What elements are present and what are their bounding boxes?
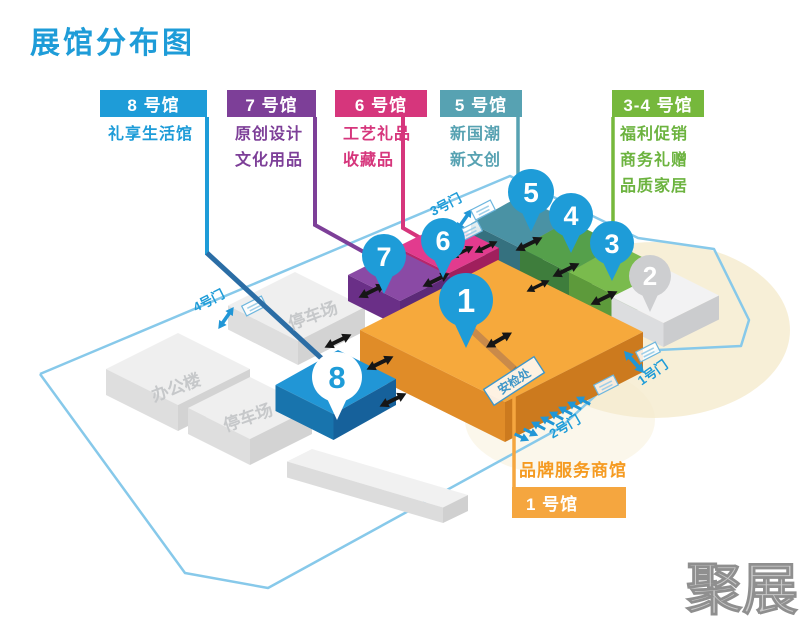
legend-hall7-desc-line1: 原创设计 [235,126,304,143]
legend-hall5-desc: 新国潮 新文创 [450,122,501,174]
pin-3: 3 [590,221,634,281]
legend-hall34-desc: 福利促销 商务礼赠 品质家居 [620,122,688,200]
legend-hall34-desc-line1: 福利促销 [620,126,689,143]
page-title: 展馆分布图 [30,27,195,60]
legend-hall8-header: 8 号馆 [100,90,207,117]
legend-hall7-desc: 原创设计 文化用品 [235,122,303,174]
gate3-label: 3号门 [428,190,464,218]
pin-2: 2 [629,255,671,312]
legend-hall5-desc-line1: 新国潮 [450,126,502,143]
legend-hall5-header: 5 号馆 [440,90,522,117]
pin-4: 4 [549,193,593,253]
watermark-logo: 聚展 [686,558,799,621]
narrow-building-block [287,449,468,523]
pin-5: 5 [508,169,554,232]
legend-hall1-header: 1 号馆 [512,487,626,518]
svg-text:4: 4 [563,201,578,231]
legend-hall34-desc-line2: 商务礼赠 [620,152,689,169]
pin-1: 1 [439,273,493,348]
svg-text:1: 1 [457,282,475,319]
legend-hall7-desc-line2: 文化用品 [235,152,304,169]
legend-hall5-desc-line2: 新文创 [450,152,502,169]
legend-hall6-desc: 工艺礼品 收藏品 [343,122,411,174]
map-pins: 5 4 3 2 6 7 1 [312,169,671,420]
legend-hall34-desc-line3: 品质家居 [620,178,689,195]
pin-8: 8 [312,352,362,420]
legend-hall6-header: 6 号馆 [335,90,427,117]
legend-hall1-desc: 品牌服务商馆 [519,461,627,480]
hall1-block [360,260,643,442]
svg-text:5: 5 [523,177,539,208]
legend-hall34-header: 3-4 号馆 [612,90,704,117]
pin-7: 7 [362,234,406,294]
legend-hall8-desc: 礼享生活馆 [108,126,194,143]
legend-hall6-desc-line2: 收藏品 [343,152,395,169]
gate4-label: 4号门 [191,286,227,314]
legend-hall7-header: 7 号馆 [227,90,316,117]
legend-hall6-desc-line1: 工艺礼品 [343,126,412,143]
svg-text:2: 2 [643,261,657,291]
svg-text:7: 7 [376,242,391,272]
pin-6: 6 [421,218,465,278]
svg-text:8: 8 [328,360,345,395]
svg-text:6: 6 [435,226,450,256]
hall2-block [611,269,719,347]
svg-text:3: 3 [604,229,619,259]
